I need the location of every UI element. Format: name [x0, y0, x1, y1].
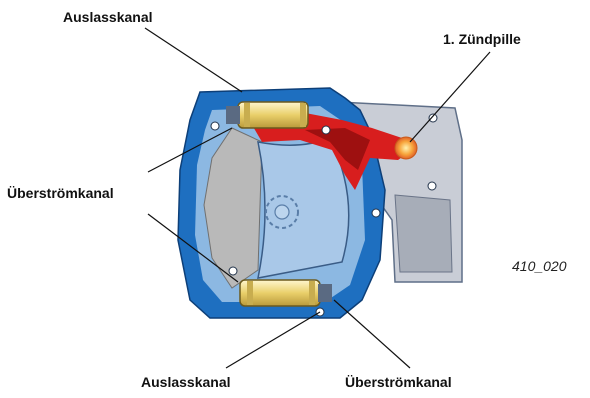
rotor-gear-hub: [275, 205, 289, 219]
label-outlet-bottom: Auslasskanal: [141, 374, 231, 390]
valve-top: [226, 102, 308, 128]
rotor: [258, 138, 349, 278]
label-transfer-left: Überströmkanal: [7, 185, 114, 201]
housing-right-inner: [395, 195, 452, 272]
label-first-spark: 1. Zündpille: [443, 31, 521, 47]
figure-number: 410_020: [512, 258, 567, 274]
leader-transfer-bottom: [334, 300, 410, 368]
spark-glow: [395, 137, 417, 159]
leader-outlet-bottom: [226, 312, 320, 368]
label-outlet-top: Auslasskanal: [63, 9, 153, 25]
label-transfer-bottom: Überströmkanal: [345, 374, 452, 390]
valve-bottom: [240, 280, 332, 306]
leader-outlet-top: [145, 28, 242, 92]
